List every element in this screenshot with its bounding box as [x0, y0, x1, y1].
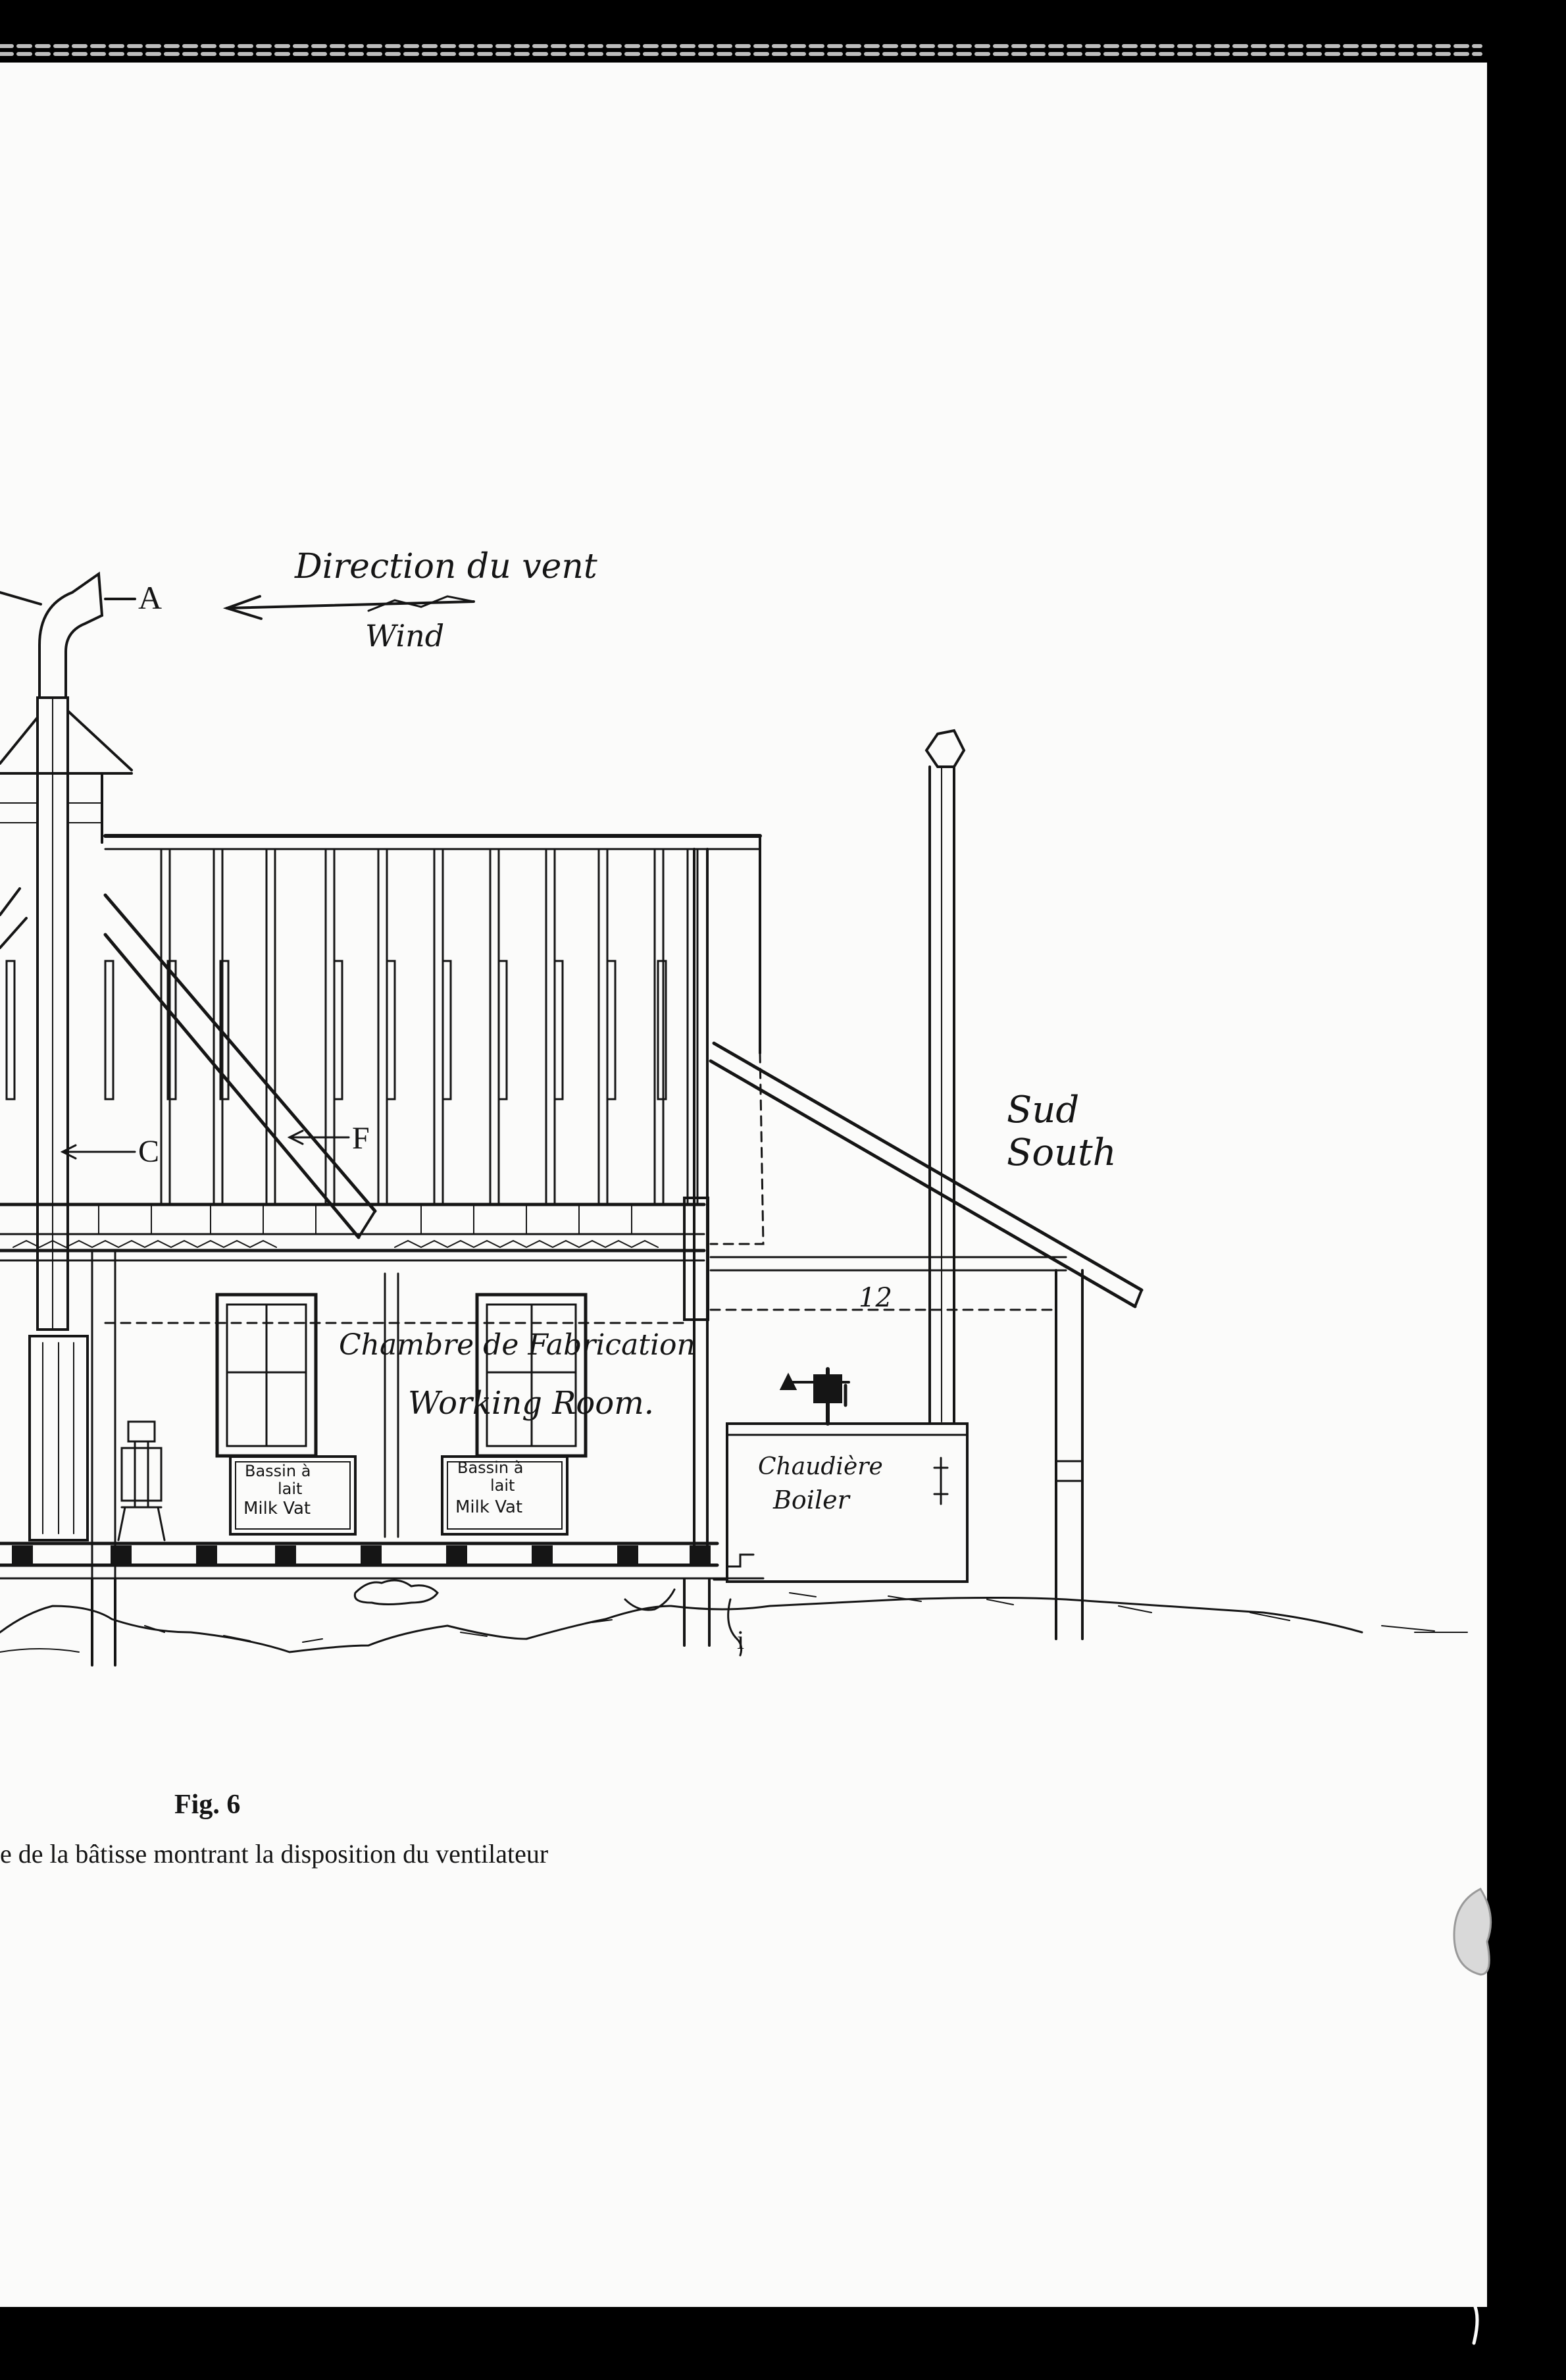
boiler-en-label: Boiler: [772, 1486, 851, 1514]
pointer-c: [60, 1144, 136, 1160]
roof-ridge: [103, 834, 762, 1054]
south-en-label: South: [1007, 1131, 1117, 1174]
dimension-12-label: 12: [859, 1283, 892, 1313]
foundation-posts: [91, 1578, 743, 1667]
shed-roof: [709, 1041, 1144, 1308]
marker-a-label: A: [138, 579, 162, 616]
wall-boards: [5, 960, 667, 1100]
vat-1-line-2: lait: [278, 1480, 302, 1498]
milk-vat-2: [441, 1455, 568, 1536]
wind-en-label: Wind: [365, 618, 444, 654]
window-left: [215, 1293, 318, 1458]
ventilator-pointer-a: [0, 591, 136, 606]
vat-1-line-1: Bassin à: [245, 1462, 311, 1480]
annotation-text: Direction du vent Wind A C F i 12 Sud So…: [0, 547, 1117, 1869]
shed-post: [1055, 1269, 1084, 1640]
dimension-line: [104, 1308, 1054, 1324]
boiler: [726, 1367, 969, 1583]
cupola: [0, 710, 133, 949]
pointer-f: [287, 1129, 350, 1145]
chimney: [924, 729, 966, 1423]
scan-noise-top: [0, 44, 1482, 56]
boiler-fr-label: Chaudière: [758, 1453, 883, 1480]
floor: [0, 1541, 765, 1581]
wind-direction-fr-label: Direction du vent: [294, 547, 597, 586]
vat-2-line-3: Milk Vat: [455, 1497, 522, 1517]
marker-c-label: C: [138, 1134, 159, 1169]
room-en-label: Working Room.: [408, 1385, 654, 1422]
marker-i-label: i: [737, 1625, 744, 1655]
wind-arrow: [222, 595, 475, 620]
ventilator-stack: [36, 571, 104, 1331]
figure-caption: e de la bâtisse montrant la disposition …: [0, 1839, 548, 1869]
figure-number: Fig. 6: [174, 1790, 240, 1820]
right-wall: [683, 848, 709, 1548]
room-fr-label: Chambre de Fabrication: [339, 1328, 695, 1362]
scan-noise-right: [1453, 1888, 1492, 2345]
ground-line: [0, 1579, 1468, 1653]
milk-vat-1: [229, 1455, 357, 1536]
wall-studs: [160, 848, 699, 1206]
cheese-press: [117, 1420, 166, 1541]
vat-2-line-1: Bassin à: [457, 1459, 523, 1477]
south-fr-label: Sud: [1007, 1089, 1079, 1131]
radiator: [28, 1335, 89, 1541]
paper-sheet: [0, 63, 1487, 2307]
vat-2-line-2: lait: [490, 1476, 515, 1495]
vat-1-line-3: Milk Vat: [243, 1499, 311, 1518]
marker-f-label: F: [352, 1121, 370, 1156]
ceiling-joists: [0, 1203, 706, 1262]
diagonal-duct: [103, 893, 377, 1239]
window-right: [475, 1293, 588, 1458]
